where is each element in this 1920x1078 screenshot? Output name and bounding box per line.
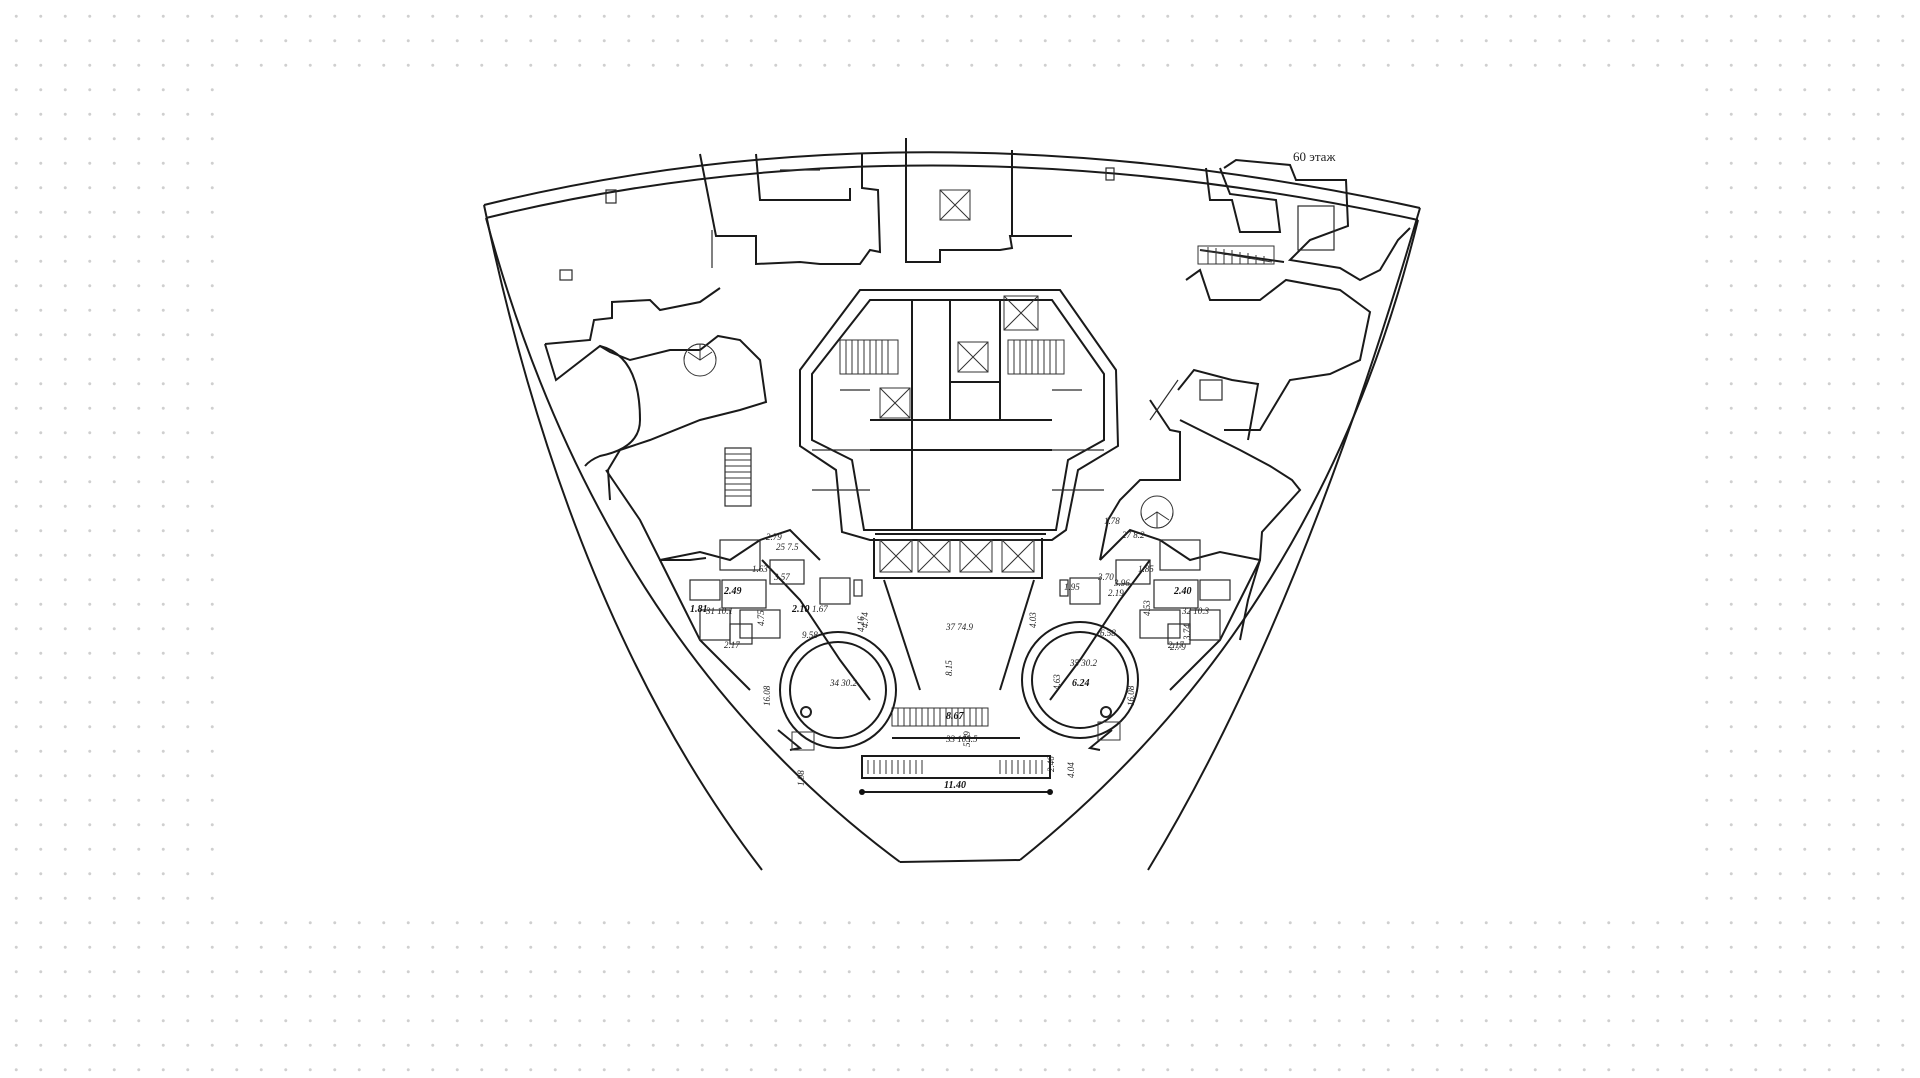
round-rooms bbox=[777, 621, 1139, 751]
dim-label: 16.08 bbox=[1126, 685, 1136, 706]
right-rooms bbox=[1099, 379, 1302, 641]
dim-label: 1.98 bbox=[796, 770, 806, 786]
dim-label: 4.16 bbox=[856, 616, 866, 632]
upper-rooms bbox=[544, 138, 1411, 441]
dim-label: 1.85 bbox=[1138, 564, 1154, 574]
dim-label: 6.24 bbox=[1072, 678, 1090, 689]
dim-label: 8.67 bbox=[946, 711, 965, 722]
room-label: 31 10.1 bbox=[705, 606, 733, 616]
dim-label: 1.78 bbox=[1104, 516, 1120, 526]
dim-label: 2.79 bbox=[766, 532, 782, 542]
dim-label: 3.57 bbox=[773, 572, 790, 582]
dim-label: 2.46 bbox=[1046, 756, 1056, 772]
dim-label: 16.08 bbox=[762, 685, 772, 706]
dim-label: 2.17 bbox=[1168, 640, 1184, 650]
room-label: 32 10.3 bbox=[1181, 606, 1210, 616]
dim-label: 4.53 bbox=[1142, 600, 1152, 616]
dim-label: 2.17 bbox=[724, 640, 740, 650]
dim-label: 9.58 bbox=[802, 630, 818, 640]
floor-label: 60 этаж bbox=[1293, 149, 1336, 164]
dim-label: 1.63 bbox=[752, 564, 768, 574]
dim-label: 1.67 bbox=[812, 604, 828, 614]
dim-label: 2.19 bbox=[1108, 588, 1124, 598]
dim-label: 1.95 bbox=[1064, 582, 1080, 592]
dim-label: 3.74 bbox=[1182, 624, 1192, 641]
dim-label: 2.49 bbox=[723, 586, 742, 597]
dim-label: 11.40 bbox=[944, 780, 966, 791]
dimension-labels: 11.40 8.67 5.39 2.46 4.04 8.15 16.08 16.… bbox=[690, 516, 1192, 791]
dim-label: 4.74 bbox=[860, 612, 870, 628]
room-label: 35 30.2 bbox=[1069, 658, 1098, 668]
dim-label: 4.63 bbox=[1052, 674, 1062, 690]
room-label: 27 8.2 bbox=[1122, 530, 1145, 540]
service-cells bbox=[659, 528, 1261, 691]
dim-label: 4.75 bbox=[756, 610, 766, 626]
dim-label: 8.15 bbox=[944, 660, 954, 676]
room-label: 33 103.5 bbox=[945, 734, 978, 744]
room-label: 34 30.2 bbox=[829, 678, 858, 688]
dim-label: 3.96 bbox=[1113, 578, 1130, 588]
dim-label: 3.70 bbox=[1097, 572, 1114, 582]
dim-label: 5.39 bbox=[962, 731, 972, 747]
dim-label: 1.81 bbox=[690, 604, 708, 615]
dim-label: 4.04 bbox=[1066, 762, 1076, 778]
dim-label: 2.79 bbox=[1170, 642, 1186, 652]
central-core bbox=[799, 189, 1120, 579]
dim-label: 2.10 bbox=[791, 604, 810, 615]
dim-label: 4.03 bbox=[1028, 612, 1038, 628]
left-rooms bbox=[544, 334, 1174, 561]
room-label: 37 74.9 bbox=[945, 622, 974, 632]
outer-envelope bbox=[483, 151, 1421, 871]
room-labels: 37 74.9 33 103.5 35 30.2 34 30.2 31 10.1… bbox=[705, 530, 1210, 744]
lower-hall bbox=[761, 559, 1151, 795]
dim-label: 2.40 bbox=[1173, 586, 1192, 597]
dim-label: 6.58 bbox=[1100, 628, 1116, 638]
room-label: 25 7.5 bbox=[776, 542, 799, 552]
